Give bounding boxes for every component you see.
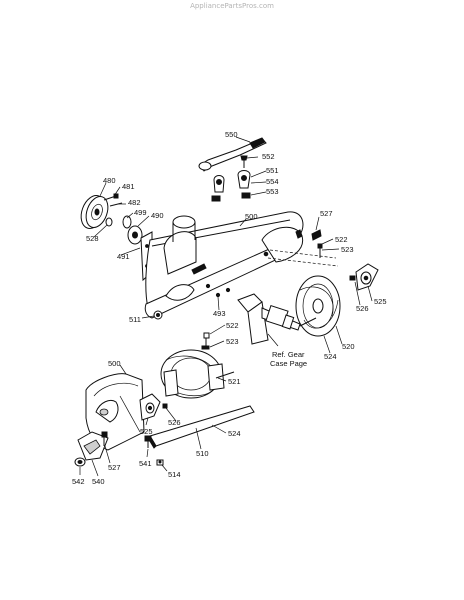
label-522-middle: 522: [226, 321, 239, 330]
gear-case-shaft[interactable]: [237, 293, 317, 345]
part-542-flange-nut[interactable]: [74, 457, 86, 467]
label-521: 521: [228, 377, 241, 386]
label-551: 551: [266, 166, 279, 175]
label-527-lower: 527: [108, 463, 121, 472]
part-labels: 550 552 551 554 553 480 481 482 499 490 …: [72, 130, 387, 486]
part-500-auger-housing-upper[interactable]: [144, 211, 339, 319]
part-514-nut[interactable]: [156, 459, 164, 466]
part-552-screw[interactable]: [240, 155, 248, 168]
label-554: 554: [266, 177, 279, 186]
label-553: 553: [266, 187, 279, 196]
part-521-auger-left[interactable]: [160, 349, 235, 399]
label-524-lower: 524: [228, 429, 241, 438]
label-540: 540: [92, 477, 105, 486]
part-510-scraper-bar[interactable]: [147, 405, 255, 449]
part-520-auger-right[interactable]: [295, 275, 341, 337]
part-541-carriage-bolt[interactable]: [144, 435, 152, 448]
label-526-right: 526: [356, 304, 369, 313]
label-526-lower: 526: [168, 418, 181, 427]
label-493: 493: [213, 309, 226, 318]
label-527-upper: 527: [320, 209, 333, 218]
part-511-nut[interactable]: [153, 310, 163, 320]
label-522-upper: 522: [335, 235, 348, 244]
part-525-526-bearing-right[interactable]: [349, 263, 379, 291]
label-480: 480: [103, 176, 116, 185]
label-482: 482: [128, 198, 141, 207]
part-525-526-bearing-left[interactable]: [139, 393, 168, 421]
label-523-middle: 523: [226, 337, 239, 346]
part-528-spacer[interactable]: [105, 217, 113, 227]
leader-lines: [79, 136, 373, 477]
label-511: 511: [129, 315, 141, 324]
label-510: 510: [196, 449, 209, 458]
part-500-auger-housing-side[interactable]: [85, 373, 145, 451]
label-514: 514: [168, 470, 181, 479]
label-ref-gear-case-line1: Ref. Gear: [272, 350, 305, 359]
part-480-pulley[interactable]: [77, 192, 112, 231]
label-524-right: 524: [324, 352, 337, 361]
label-500-lower: 500: [108, 359, 121, 368]
part-481-482-bolt[interactable]: [103, 193, 123, 207]
part-522-523-hardware-middle[interactable]: [201, 332, 210, 350]
watermark-text: AppliancePartsPros.com: [190, 2, 274, 10]
part-553-washer[interactable]: [211, 192, 251, 202]
label-528: 528: [86, 234, 99, 243]
part-551-bracket[interactable]: [213, 170, 251, 193]
part-550-chute-crank-rod[interactable]: [198, 137, 267, 172]
label-520: 520: [342, 342, 355, 351]
part-527-carriage-bolt-lower[interactable]: [101, 431, 108, 446]
label-541: 541: [139, 459, 152, 468]
label-542: 542: [72, 477, 85, 486]
label-500-upper: 500: [245, 212, 258, 221]
label-552: 552: [262, 152, 275, 161]
part-540-skid-shoe[interactable]: [77, 431, 109, 461]
label-525-lower: 525: [140, 427, 153, 436]
label-481: 481: [122, 182, 135, 191]
label-490: 490: [151, 211, 164, 220]
label-491: 491: [117, 252, 130, 261]
label-ref-gear-case-line2: Case Page: [270, 359, 307, 368]
part-499-490-bearing[interactable]: [122, 215, 143, 245]
label-523-upper: 523: [341, 245, 354, 254]
label-499: 499: [134, 208, 147, 217]
part-527-522-523-hardware-upper[interactable]: [295, 229, 323, 258]
label-550: 550: [225, 130, 238, 139]
part-493-bolt[interactable]: [215, 287, 231, 298]
label-525-right: 525: [374, 297, 387, 306]
